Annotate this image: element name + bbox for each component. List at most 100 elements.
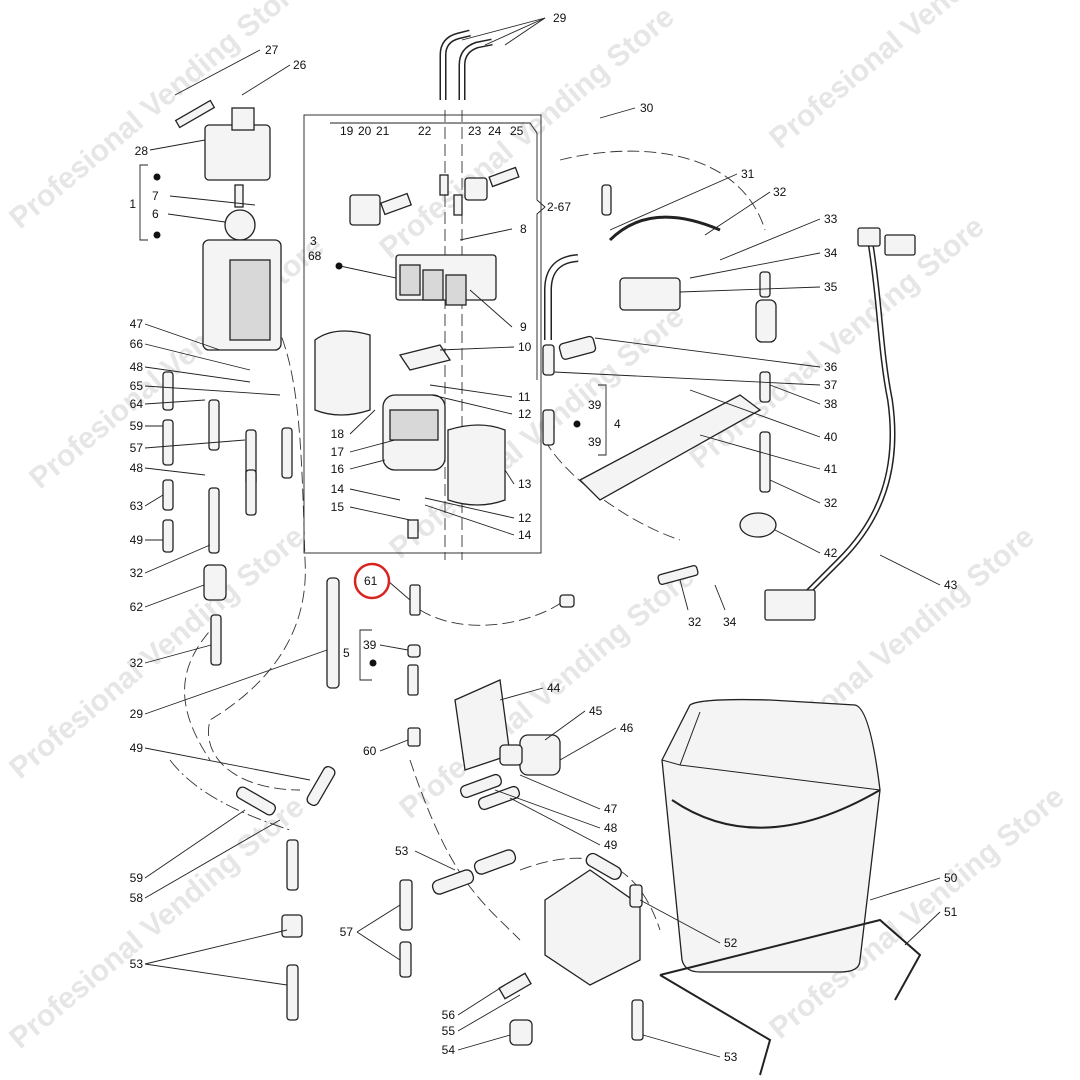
part-label: 29: [130, 707, 144, 721]
part-label: 48: [604, 821, 618, 835]
part-label: 57: [340, 925, 354, 939]
part-label: 32: [130, 656, 144, 670]
labels-top: 29 27 26 28 30 1 7 6: [129, 11, 653, 221]
part-label: 48: [130, 360, 144, 374]
part-label: 54: [442, 1043, 456, 1057]
part-label: 63: [130, 499, 144, 513]
part-label: 47: [604, 802, 618, 816]
part-label: 27: [265, 43, 279, 57]
part-label: 1: [129, 197, 136, 211]
part-label: 34: [824, 246, 838, 260]
part-label: 43: [944, 578, 958, 592]
part-label: 50: [944, 871, 958, 885]
part-label: 18: [331, 427, 345, 441]
boiler-assembly: [314, 330, 506, 539]
solenoid-valve-block: [349, 166, 520, 306]
part-label: 23: [468, 124, 482, 138]
part-label: 38: [824, 397, 838, 411]
part-label: 15: [331, 500, 345, 514]
part-label: 34: [723, 615, 737, 629]
tube-29-top: [439, 29, 493, 100]
part-label: 28: [135, 144, 149, 158]
part-label: 68: [308, 249, 322, 263]
part-label: 48: [130, 461, 144, 475]
watermark: Profesional Vending Store: [763, 0, 1070, 155]
part-label: 59: [130, 871, 144, 885]
part-label: 47: [130, 317, 144, 331]
part-label-highlighted: 61: [364, 574, 378, 588]
labels-right: 31 32 33 34 35 36 37 38 40 41 32 42 43 3…: [588, 167, 958, 629]
part-label: 2-67: [547, 200, 571, 214]
part-label: 16: [331, 462, 345, 476]
part-label: 40: [824, 430, 838, 444]
part-label: 52: [724, 936, 738, 950]
labels-middle: 61 39 5 60 44 45 46 47 48 49 53 57 52 56…: [340, 574, 958, 1064]
part-label: 24: [488, 124, 502, 138]
pump-and-tubing: [542, 184, 777, 608]
part-label: 14: [331, 482, 345, 496]
part-label: 29: [553, 11, 567, 25]
lower-middle-parts: [235, 584, 644, 1046]
part-label: 49: [604, 838, 618, 852]
water-tank-assembly: [174, 99, 282, 351]
part-label: 51: [944, 905, 958, 919]
part-label: 10: [518, 340, 532, 354]
part-label: 31: [741, 167, 755, 181]
labels-valve-group: 19 20 21 22 23 24 25 2-67 8 3 68 9 10 11…: [308, 124, 571, 542]
part-label: 22: [418, 124, 432, 138]
part-label: 5: [343, 646, 350, 660]
part-label: 4: [614, 417, 621, 431]
part-label: 25: [510, 124, 524, 138]
part-label: 59: [130, 419, 144, 433]
part-label: 12: [518, 511, 532, 525]
part-label: 12: [518, 407, 532, 421]
part-label: 9: [520, 320, 527, 334]
part-label: 32: [773, 185, 787, 199]
part-label: 53: [395, 844, 409, 858]
part-label: 57: [130, 441, 144, 455]
part-label: 35: [824, 280, 838, 294]
part-label: 56: [442, 1008, 456, 1022]
waste-bucket-50: [659, 698, 922, 1076]
part-label: 7: [152, 189, 159, 203]
part-label: 49: [130, 533, 144, 547]
highlight-circle-part-61: [353, 562, 391, 600]
valve-group-frame: [303, 114, 542, 554]
part-label: 8: [520, 222, 527, 236]
part-label: 39: [588, 435, 602, 449]
part-label: 58: [130, 891, 144, 905]
part-label: 53: [724, 1050, 738, 1064]
part-label: 66: [130, 337, 144, 351]
part-label: 14: [518, 528, 532, 542]
part-label: 49: [130, 741, 144, 755]
part-label: 44: [547, 681, 561, 695]
part-label: 55: [442, 1024, 456, 1038]
part-label: 39: [588, 398, 602, 412]
part-label: 32: [824, 496, 838, 510]
leader-lines: [139, 17, 941, 1058]
part-label: 45: [589, 704, 603, 718]
part-label: 64: [130, 397, 144, 411]
part-label: 62: [130, 600, 144, 614]
part-label: 32: [130, 566, 144, 580]
part-label: 20: [358, 124, 372, 138]
part-label: 32: [688, 615, 702, 629]
part-label: 42: [824, 546, 838, 560]
part-label: 3: [310, 234, 317, 248]
part-label: 36: [824, 360, 838, 374]
labels-left: 47 66 48 65 64 59 57 48 63 49 32 62 32 2…: [130, 317, 144, 971]
part-label: 19: [340, 124, 354, 138]
part-label: 60: [363, 744, 377, 758]
part-label: 33: [824, 212, 838, 226]
part-label: 6: [152, 207, 159, 221]
part-label: 46: [620, 721, 634, 735]
part-label: 13: [518, 477, 532, 491]
left-tubes: [162, 371, 340, 689]
wiring-harness-43: [764, 227, 916, 621]
part-label: 53: [130, 957, 144, 971]
bullet-markers: [153, 173, 581, 667]
part-label: 21: [376, 124, 390, 138]
watermark: Profesional Vending Store: [3, 520, 310, 785]
